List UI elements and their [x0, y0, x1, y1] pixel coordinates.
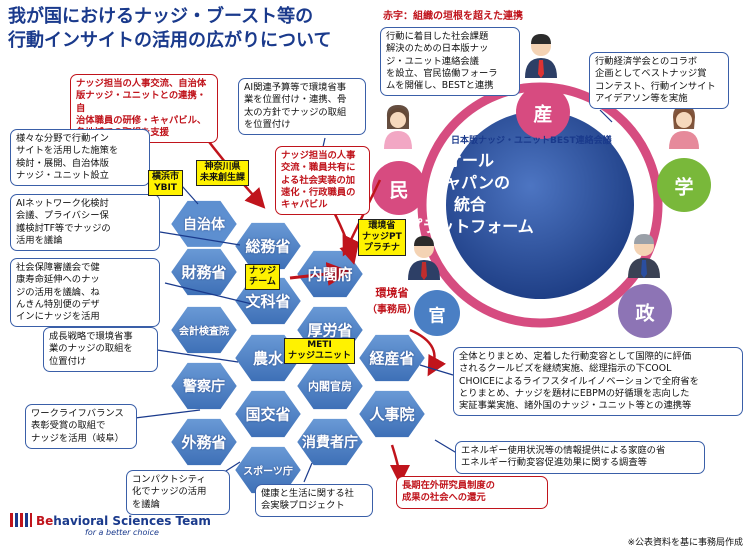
- note-seicho: 成長戦略で環境省事業のナッジの取組を位置付け: [43, 327, 158, 372]
- note-shakai-kadai: 行動に着目した社会課題解決のための日本版ナッジ・ユニット連絡会議を設立、官民協働…: [380, 27, 520, 97]
- hex-shape-shouhisha: [294, 416, 366, 468]
- gaku-circle: [657, 158, 711, 212]
- label-sei: 政: [635, 302, 655, 325]
- kan-circle: [414, 290, 460, 336]
- hex-kousei: 厚労省: [307, 321, 353, 340]
- person-icon-min: [384, 105, 412, 149]
- hex-nousui: 農水: [252, 349, 284, 368]
- env-ministry-label: 環境省 （事務局）: [367, 286, 417, 316]
- ring-label: 日本版ナッジ・ユニットBEST連絡会議: [451, 136, 612, 146]
- hex-shape-soumu: [232, 220, 304, 272]
- page-title-line1: 我が国におけるナッジ・ブースト等の: [8, 6, 314, 27]
- hex-shape-keisatsu: [168, 360, 240, 412]
- line-shakai-hosho: [164, 282, 253, 305]
- note-shakai-hosho: 社会保障審議会で健康寿命延伸へのナッジの活用を議論、ねんきん特別便のデザインにナ…: [10, 258, 160, 328]
- page-title-line2: 行動インサイトの活用の広がりについて: [8, 30, 332, 51]
- line-seicho: [156, 349, 239, 363]
- arrow-jinji-to-choki: [389, 444, 410, 485]
- note-ai-network: AIネットワーク化検討会議、プライバシー保護検討TF等でナッジの活用を議論: [10, 194, 160, 252]
- note-zentai: 全体とりまとめ、定着した行動変容として国際的に評価されるクールビズを継続実施、総…: [453, 347, 743, 417]
- hex-soumu: 総務省: [245, 237, 291, 256]
- hex-shape-kokkou: [232, 388, 304, 440]
- hex-gaimu: 外務省: [181, 433, 227, 452]
- hex-sports: スポーツ庁: [243, 466, 293, 478]
- arrow-min-to-env: [342, 179, 382, 257]
- arrow-env-to-keisan: [409, 328, 447, 377]
- red-legend: 赤字：組織の垣根を超えた連携: [383, 11, 523, 22]
- hex-kantei: 内閣官房: [308, 380, 352, 393]
- hex-jichitai: 自治体: [183, 217, 225, 233]
- tag-nudge-team: ナッジチーム: [245, 264, 281, 290]
- label-san: 産: [533, 103, 553, 126]
- hex-shape-kaikei: [168, 304, 240, 356]
- note-jinji-kobo: ナッジ担当の人事交流・職員共有による社会実装の加速化・行政職員のキャパビル: [275, 146, 370, 216]
- tag-kanagawa: 神奈川県未来創生課: [196, 160, 250, 186]
- sei-circle: [618, 284, 672, 338]
- note-choki: 長期在外研究員制度の成果の社会への還元: [396, 476, 548, 509]
- note-compact: コンパクトシティ化でナッジの活用を議論: [126, 470, 230, 515]
- hex-kaikei: 会計検査院: [179, 326, 229, 338]
- hex-naikaku: 内閣府: [307, 265, 353, 284]
- line-zentai: [419, 364, 454, 376]
- source-note: ※公表資料を基に事務局作成: [627, 538, 743, 548]
- note-keizai-gakkai: 行動経済学会とのコラボ企画としてベストナッジ賞コンテスト、行動インサイトアイデア…: [589, 52, 729, 110]
- note-energy: エネルギー使用状況等の情報提供による家庭の省エネルギー行動変容促進効果に関する調…: [455, 441, 705, 474]
- hex-monka: 文科省: [245, 292, 291, 311]
- san-circle: [516, 85, 570, 139]
- note-ai-yosan: AI関連予算等で環境省事業を位置付け・連携、骨太の方針でナッジの取組を位置付け: [238, 78, 366, 136]
- arrow-nudge-team-to-env: [289, 262, 351, 286]
- line-kenko: [303, 462, 313, 483]
- note-kenko: 健康と生活に関する社会実験プロジェクト: [255, 484, 373, 517]
- person-icon-gaku: [669, 105, 699, 149]
- label-gaku: 学: [674, 176, 694, 199]
- hex-zaimu: 財務省: [181, 263, 227, 282]
- label-kan: 官: [428, 306, 446, 327]
- person-icon-san: [525, 34, 557, 78]
- person-icon-sei: [628, 234, 660, 278]
- hex-shape-keisan: [356, 332, 428, 384]
- line-keizai-gakkai: [599, 109, 613, 123]
- note-worklife: ワークライフバランス表彰受賞の取組でナッジを活用（岐阜）: [25, 404, 137, 449]
- hex-keisan: 経産省: [369, 349, 415, 368]
- min-circle: [372, 161, 426, 215]
- label-min: 民: [389, 179, 409, 202]
- center-platform-circle: [446, 111, 634, 299]
- hex-jinji: 人事院: [369, 405, 415, 424]
- hex-shape-gaimu: [168, 416, 240, 468]
- note-jichitai: 様々な分野で行動インサイトを活用した施策を検討・展開、自治体版ナッジ・ユニット設…: [10, 129, 150, 187]
- line-ai-network: [159, 231, 241, 246]
- hex-keisatsu: 警察庁: [183, 379, 225, 395]
- person-icon-kan: [408, 236, 440, 280]
- center-platform-text: オール ジャパンの 統合 プラットフォーム: [406, 151, 534, 236]
- hex-shouhisha: 消費者庁: [302, 435, 358, 451]
- logo-mark-icon: [10, 513, 32, 527]
- hex-shape-jinji: [356, 388, 428, 440]
- page-title: 我が国におけるナッジ・ブースト等の 行動インサイトの活用の広がりについて: [8, 5, 388, 53]
- best-logo: Behavioral Sciences Team for a better ch…: [10, 513, 211, 537]
- hex-kokkou: 国交省: [245, 405, 291, 424]
- line-worklife: [134, 409, 201, 419]
